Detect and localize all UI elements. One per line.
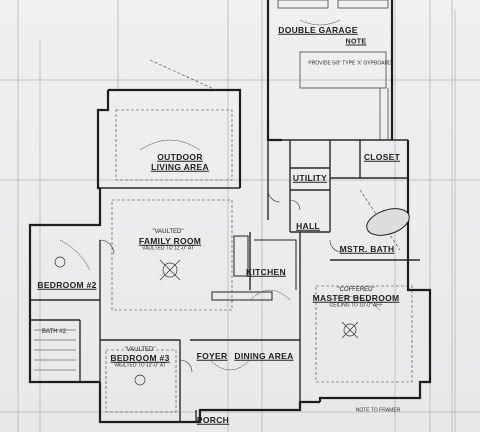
outdoor-living-label-line1: OUTDOOR [157,151,203,162]
kitchen-label: KITCHEN [246,266,286,277]
master-bedroom-label: MASTER BEDROOM [312,292,400,303]
master-bath-label: MSTR. BATH [339,243,395,254]
framer-note: NOTE TO FRAMER [355,407,401,414]
master-bedroom-coffered-tag: "COFFERED" [337,287,375,293]
bedroom-3-label: BEDROOM #3 [110,352,170,363]
bedroom-3-ceiling-note: VAULTED TO 12'-0" AT [114,362,166,369]
family-room-ceiling-note: VAULTED TO 12'-0" AT [142,245,194,252]
outdoor-living-label-line2: LIVING AREA [151,161,209,172]
closet-label: CLOSET [363,151,401,162]
bedroom-2-label: BEDROOM #2 [37,279,97,290]
garage-details [277,0,389,140]
garage-note-text: PROVIDE 5/8" TYPE 'X' GYPBOARD [308,60,392,67]
electrical-arcs [59,19,381,371]
dining-area-label: DINING AREA [234,350,294,361]
ceiling-lines [105,59,413,413]
family-room-vaulted-tag: "VAULTED" [152,229,184,235]
bathtub [366,208,410,236]
ceiling-fans [54,256,359,386]
foyer-label: FOYER [196,350,228,361]
interior-walls [30,139,420,422]
porch-label: PORCH [196,414,230,425]
double-garage-label: DOUBLE GARAGE [278,24,358,35]
kitchen-counters [211,235,297,301]
garage-note-title: NOTE [345,38,367,46]
bath-2-label: BATH #2 [42,329,66,335]
hall-label: HALL [296,220,320,231]
bath-tile-pattern [34,329,76,371]
family-room-label: FAMILY ROOM [138,235,202,246]
bedroom-3-vaulted-tag: "VAULTED" [124,347,156,353]
master-bedroom-ceiling-note: CEILING TO 10'-0" AFF [329,302,383,309]
utility-label: UTILITY [292,172,328,183]
door-swings [99,189,343,373]
